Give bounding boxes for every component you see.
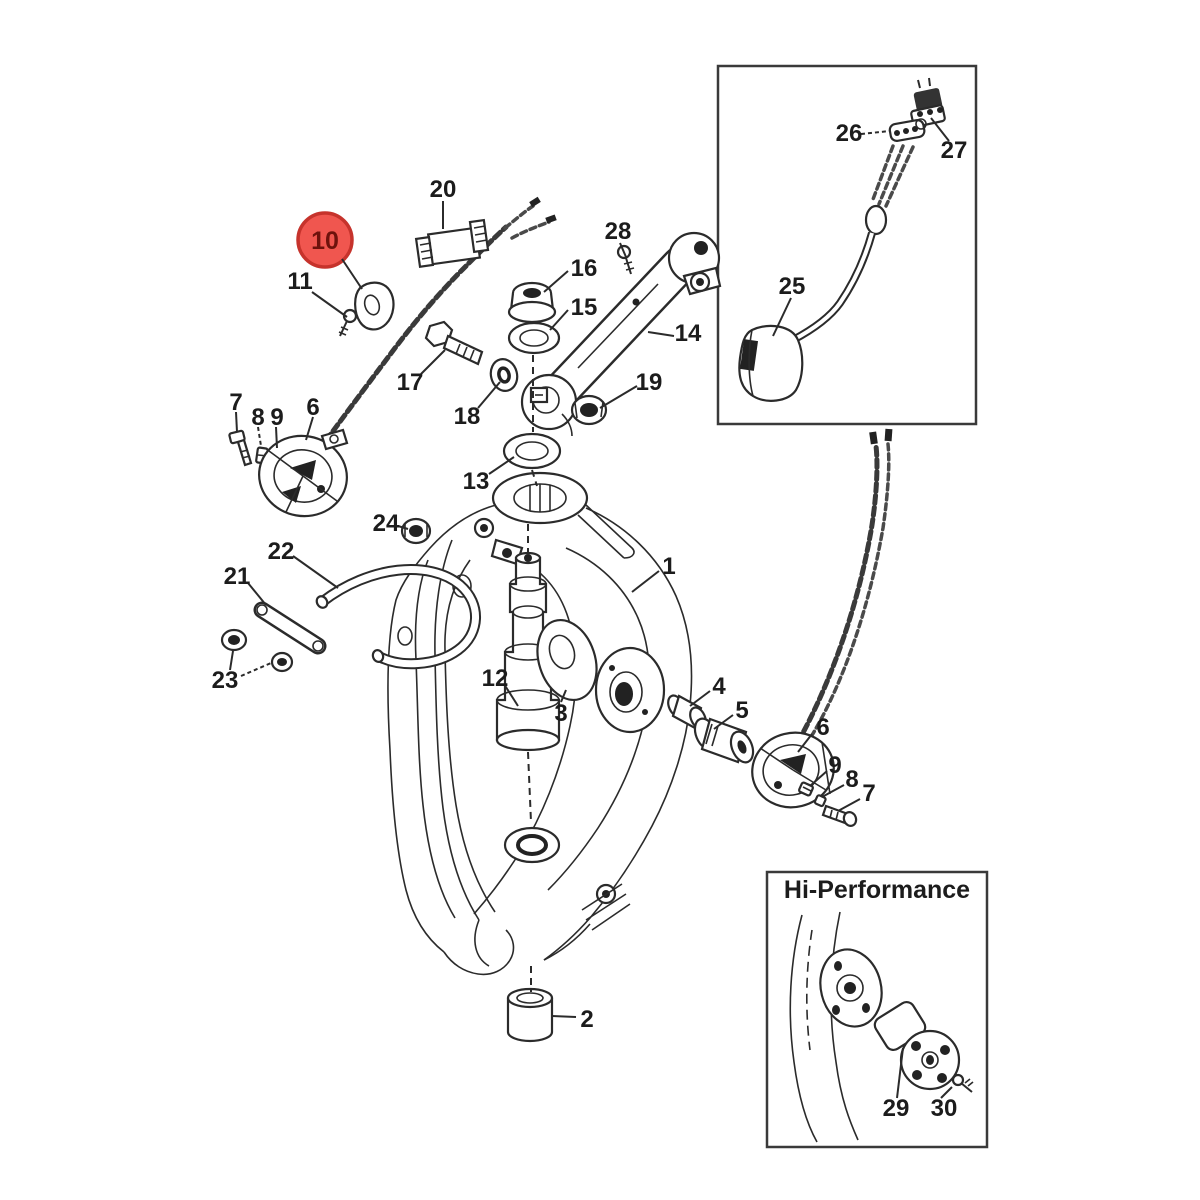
callout-2: 2 <box>580 1006 593 1033</box>
callout-5: 5 <box>735 697 748 724</box>
leader-lines <box>229 117 953 1099</box>
callout-16: 16 <box>571 255 598 282</box>
cam-plate-part-10 <box>354 281 395 331</box>
callout-7-left: 7 <box>229 389 242 416</box>
callout-10-highlighted: 10 <box>311 227 339 255</box>
sender-cable-right <box>795 428 893 747</box>
connector-part-26 <box>888 118 927 142</box>
bolt-part-7-left <box>228 429 253 467</box>
nuts-part-23 <box>220 628 294 673</box>
bushing-part-2 <box>506 987 554 1043</box>
callout-1: 1 <box>662 553 675 580</box>
callout-labels: 20 10 11 28 16 15 14 17 18 19 13 7 8 9 6… <box>212 120 968 1122</box>
hi-performance-title: Hi-Performance <box>784 876 970 904</box>
bushing-part-29 <box>873 1001 961 1091</box>
retainer-bracket-part-20 <box>414 218 490 268</box>
nut-part-19 <box>570 394 608 426</box>
callout-9-left: 9 <box>270 404 283 431</box>
callout-24: 24 <box>373 510 400 537</box>
washer-part-15 <box>507 321 561 355</box>
callout-23: 23 <box>212 667 239 694</box>
trim-sender-part-6-left <box>258 428 349 518</box>
screw-part-28 <box>616 244 635 275</box>
nut-part-24 <box>400 517 432 545</box>
callout-28: 28 <box>605 218 632 245</box>
callout-8-right: 8 <box>845 766 858 793</box>
inset-wiring-harness-box <box>716 64 978 426</box>
callout-25: 25 <box>779 273 806 300</box>
gimbal-ring-part-1 <box>387 471 693 976</box>
callout-19: 19 <box>636 369 663 396</box>
callout-18: 18 <box>454 403 481 430</box>
callout-14: 14 <box>675 320 702 347</box>
callout-12: 12 <box>482 665 509 692</box>
callout-20: 20 <box>430 176 457 203</box>
harness-wires <box>791 144 915 344</box>
callout-9-right: 9 <box>828 752 841 779</box>
callout-22: 22 <box>268 538 295 565</box>
screw-part-11 <box>338 308 358 337</box>
washer-part-9-right <box>798 781 814 797</box>
bolt-part-7-right <box>821 804 858 827</box>
steering-arm-part-14 <box>520 231 722 437</box>
spacer-part-5 <box>693 717 755 764</box>
ring-section <box>789 911 883 1143</box>
assembly-axis-lines <box>527 355 538 992</box>
trim-sender-part-25 <box>738 324 804 402</box>
bolt-part-17 <box>424 320 484 366</box>
callout-27: 27 <box>941 137 968 164</box>
steering-shaft-part-12 <box>495 551 561 752</box>
u-bolt-part-22 <box>315 564 481 670</box>
callout-6-left: 6 <box>306 394 319 421</box>
washer-plate-part-3 <box>536 618 598 702</box>
callout-15: 15 <box>571 294 598 321</box>
link-plate-part-21 <box>253 601 327 655</box>
washer-part-18 <box>489 358 519 392</box>
callout-11: 11 <box>287 268 312 295</box>
callout-26: 26 <box>836 120 863 147</box>
callout-3: 3 <box>554 700 567 727</box>
screw-part-30 <box>951 1073 974 1093</box>
inset-hi-performance-box: Hi-Performance <box>765 870 989 1149</box>
callout-29: 29 <box>883 1095 910 1122</box>
callout-21: 21 <box>224 563 251 590</box>
callout-8-left: 8 <box>251 404 264 431</box>
callout-7-right: 7 <box>862 780 875 807</box>
callout-30: 30 <box>931 1095 958 1122</box>
connector-plug-part-27 <box>910 77 946 128</box>
callout-6-right: 6 <box>816 714 829 741</box>
highlight-circle-part-10 <box>296 211 354 269</box>
callout-4: 4 <box>712 673 726 700</box>
callout-13: 13 <box>463 468 490 495</box>
seal-part-13 <box>502 432 562 470</box>
callout-17: 17 <box>397 369 424 396</box>
